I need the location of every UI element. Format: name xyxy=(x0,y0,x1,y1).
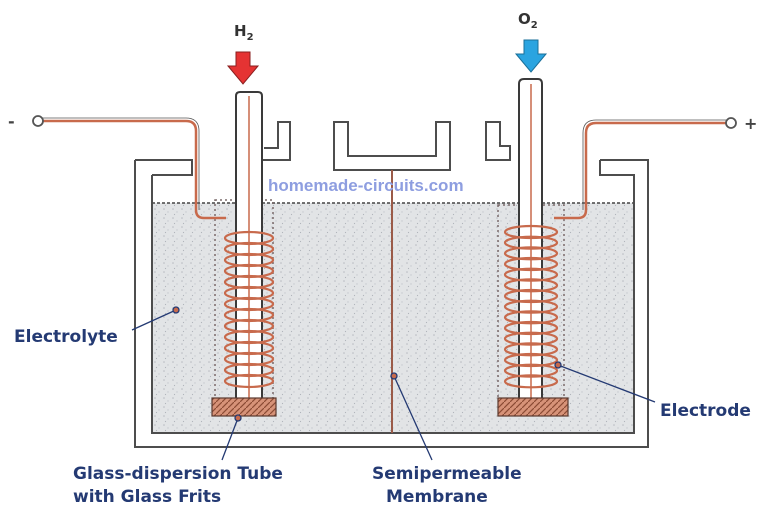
negative-terminal xyxy=(32,115,44,127)
right-glass-frit xyxy=(497,397,569,417)
left-glass-frit xyxy=(211,397,277,417)
coil-turn xyxy=(503,246,559,261)
electrode-label: Electrode xyxy=(660,401,751,421)
coil-turn xyxy=(503,288,559,304)
coil-turn xyxy=(503,320,559,336)
h2-label: H2 xyxy=(234,22,254,43)
coil-turn xyxy=(503,267,559,282)
electrolyte-label: Electrolyte xyxy=(14,327,118,347)
coil-turn xyxy=(503,331,559,346)
positive-wire-outline xyxy=(582,119,726,210)
membrane-label-line2: Membrane xyxy=(386,487,488,507)
coil-turn xyxy=(503,374,559,389)
coil-turn xyxy=(503,363,559,378)
coil-turn xyxy=(503,352,559,368)
tube-label-line2: with Glass Frits xyxy=(73,487,221,507)
coil-turn xyxy=(503,342,559,357)
watermark-text: homemade-circuits.com xyxy=(268,176,464,195)
coil-turn xyxy=(503,235,559,250)
negative-wire xyxy=(42,119,226,220)
lid-caps xyxy=(259,121,511,171)
membrane-label-line1: Semipermeable xyxy=(372,464,522,484)
o2-label: O2 xyxy=(518,10,538,31)
coil-turn xyxy=(223,373,275,389)
negative-sign: - xyxy=(8,112,15,131)
positive-wire xyxy=(554,121,726,220)
positive-sign: + xyxy=(744,114,757,133)
tube-label-line1: Glass-dispersion Tube xyxy=(73,464,283,484)
coil-turn xyxy=(503,256,559,272)
negative-wire-outline xyxy=(42,117,200,210)
coil-turn xyxy=(503,278,559,293)
pointer-lines xyxy=(131,306,656,461)
o2-arrow-icon xyxy=(514,39,548,73)
coil-turn xyxy=(503,299,559,314)
coil-turn xyxy=(503,310,559,325)
tank-walls xyxy=(134,159,649,448)
positive-terminal xyxy=(725,117,737,129)
coil-turn xyxy=(503,224,559,240)
right-electrode-coil xyxy=(503,224,559,389)
left-electrode-coil xyxy=(223,230,275,389)
h2-arrow-icon xyxy=(226,51,260,85)
